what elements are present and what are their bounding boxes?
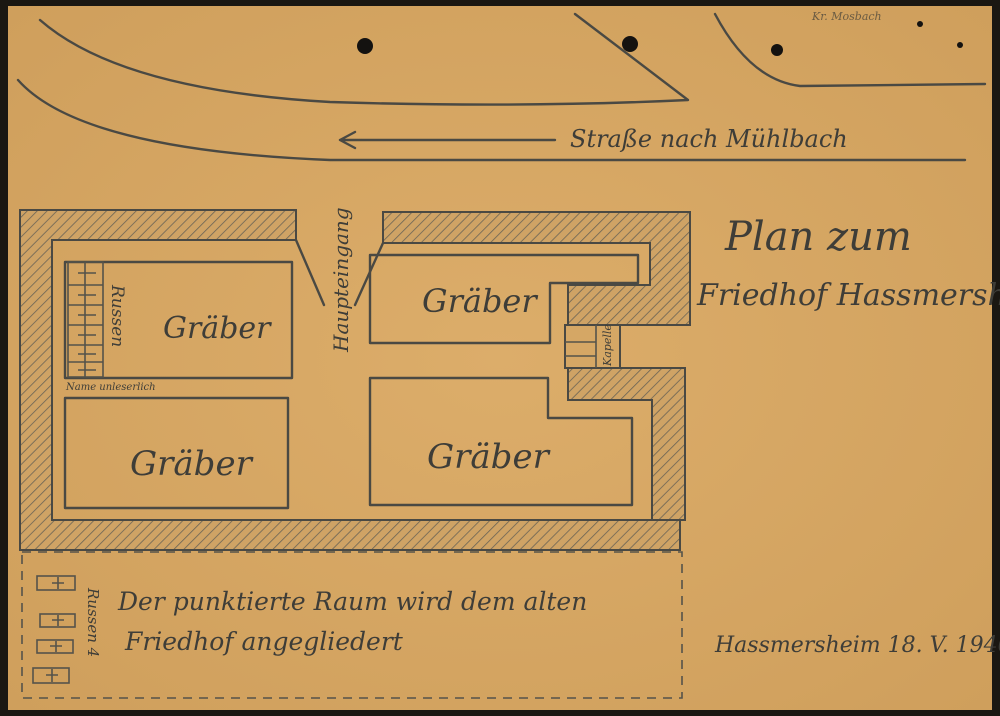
grave-field-top-right xyxy=(368,253,640,345)
road-label: Straße nach Mühlbach xyxy=(570,125,848,153)
grave-label: Gräber xyxy=(427,437,551,477)
paper-sheet xyxy=(8,6,992,710)
road-lines xyxy=(16,12,987,162)
note-line-1: Der punktierte Raum wird dem alten xyxy=(117,587,587,616)
russian-graves xyxy=(67,261,104,378)
russians-label-annex: Russen 4 xyxy=(84,587,102,657)
title-line-2: Friedhof Hassmersh. xyxy=(696,278,1000,313)
grave-field-bottom-left xyxy=(63,396,290,510)
title-line-1: Plan zum xyxy=(724,214,912,260)
note-line-2: Friedhof angegliedert xyxy=(124,627,404,656)
direction-arrow xyxy=(338,130,557,150)
punch-holes xyxy=(357,21,963,56)
name-illegible-note: Name unleserlich xyxy=(65,382,156,393)
dotted-annex-area xyxy=(21,551,683,699)
entrance-label: Haupteingang xyxy=(329,207,353,353)
chapel-label: Kapelle xyxy=(601,324,614,367)
grave-label: Gräber xyxy=(163,311,272,346)
archive-note: Kr. Mosbach xyxy=(811,10,882,23)
russians-label: Russen xyxy=(107,284,127,347)
grave-label: Gräber xyxy=(422,282,538,320)
cemetery-wall xyxy=(19,209,691,551)
place-and-date: Hassmersheim 18. V. 1946 xyxy=(714,633,1000,658)
grave-label: Gräber xyxy=(130,444,254,484)
chapel xyxy=(564,324,621,369)
russian-graves-annex xyxy=(32,575,76,684)
grave-field-top-left xyxy=(63,260,294,380)
grave-field-bottom-right xyxy=(368,376,634,507)
